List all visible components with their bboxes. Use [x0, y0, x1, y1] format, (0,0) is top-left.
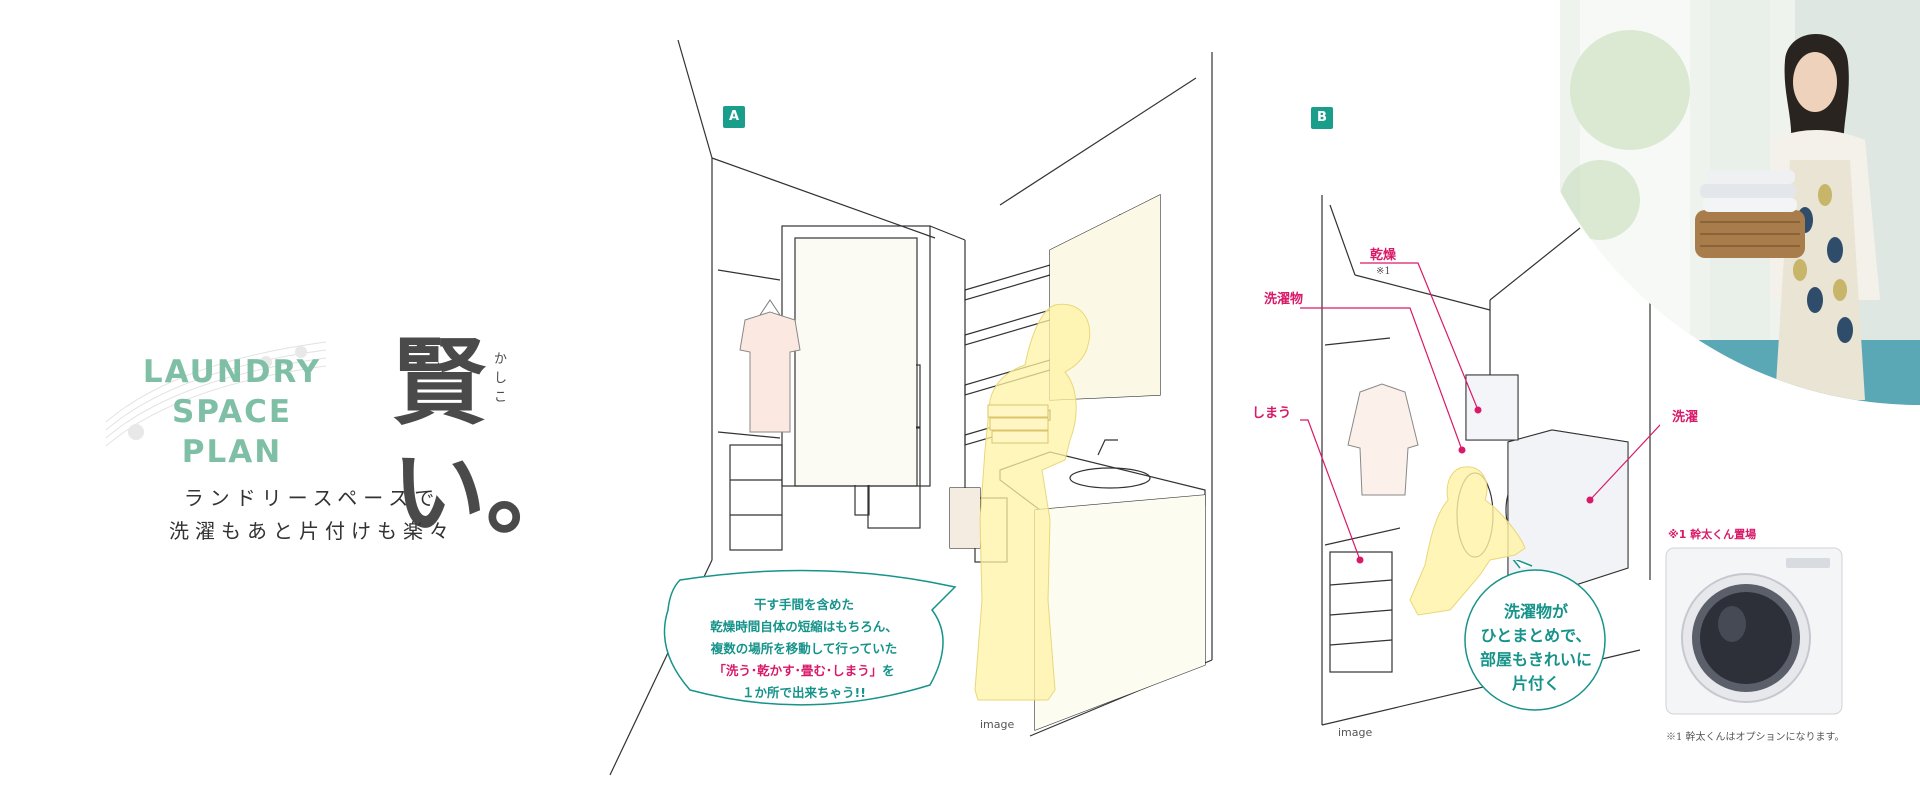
caption-a: image [980, 718, 1015, 731]
circle-line: 部屋もきれいに [1479, 650, 1592, 669]
circle-line: ひとまとめで、 [1480, 626, 1592, 645]
label-wash: 洗濯 [1672, 410, 1699, 425]
bubble-line: 干す手間を含めた [753, 597, 854, 612]
bubble-highlight-suffix: を [882, 663, 895, 678]
subtitle-line-2: 洗濯もあと片付けも楽々 [169, 519, 455, 543]
product-footnote: ※1 幹太くんはオプションになります。 [1666, 732, 1845, 743]
circle-b-text: 洗濯物が ひとまとめで、 部屋もきれいに 片付く [1470, 600, 1602, 696]
badge-a: A [723, 106, 745, 128]
bubble-a-text: 干す手間を含めた 乾燥時間自体の短縮はもちろん、 複数の場所を移動して行っていた… [668, 594, 940, 704]
label-laundry: 洗濯物 [1264, 292, 1304, 307]
music-note-decoration [105, 341, 327, 447]
subtitle: ランドリースペースで 洗濯もあと片付けも楽々 [160, 482, 464, 548]
label-dry: 乾燥 [1370, 248, 1397, 263]
bubble-line: 複数の場所を移動して行っていた [710, 641, 898, 656]
circle-callout-b [1464, 560, 1606, 711]
bubble-line: 乾燥時間自体の短縮はもちろん、 [710, 619, 898, 634]
title-ruby: かしこ [494, 352, 508, 405]
bubble-highlight: 「洗う･乾かす･畳む･しまう」 [713, 663, 883, 678]
label-store: しまう [1252, 406, 1292, 421]
woman-with-laundry-photo [1560, 0, 1920, 405]
title-line-1: LAUNDRY SPACE [142, 354, 322, 430]
title-english: LAUNDRY SPACE PLAN [96, 352, 368, 472]
circle-line: 片付く [1511, 674, 1560, 693]
badge-b: B [1311, 107, 1333, 129]
circle-line: 洗濯物が [1503, 602, 1568, 621]
caption-b: image [1338, 726, 1373, 739]
title-kanji: 賢い。 [392, 328, 581, 548]
laundry-room-illustration-a [609, 39, 1213, 776]
laundry-room-illustration-b [1300, 195, 1660, 726]
dryer-product-image [1665, 547, 1843, 715]
bubble-line: 「洗う･乾かす･畳む･しまう」を [668, 660, 940, 682]
bubble-line: １か所で出来ちゃう!! [742, 685, 866, 700]
product-label: ※1 幹太くん置場 [1668, 528, 1757, 541]
title-line-2: PLAN [181, 434, 283, 470]
subtitle-line-1: ランドリースペースで [183, 486, 441, 510]
label-dry-note: ※1 [1376, 266, 1391, 277]
